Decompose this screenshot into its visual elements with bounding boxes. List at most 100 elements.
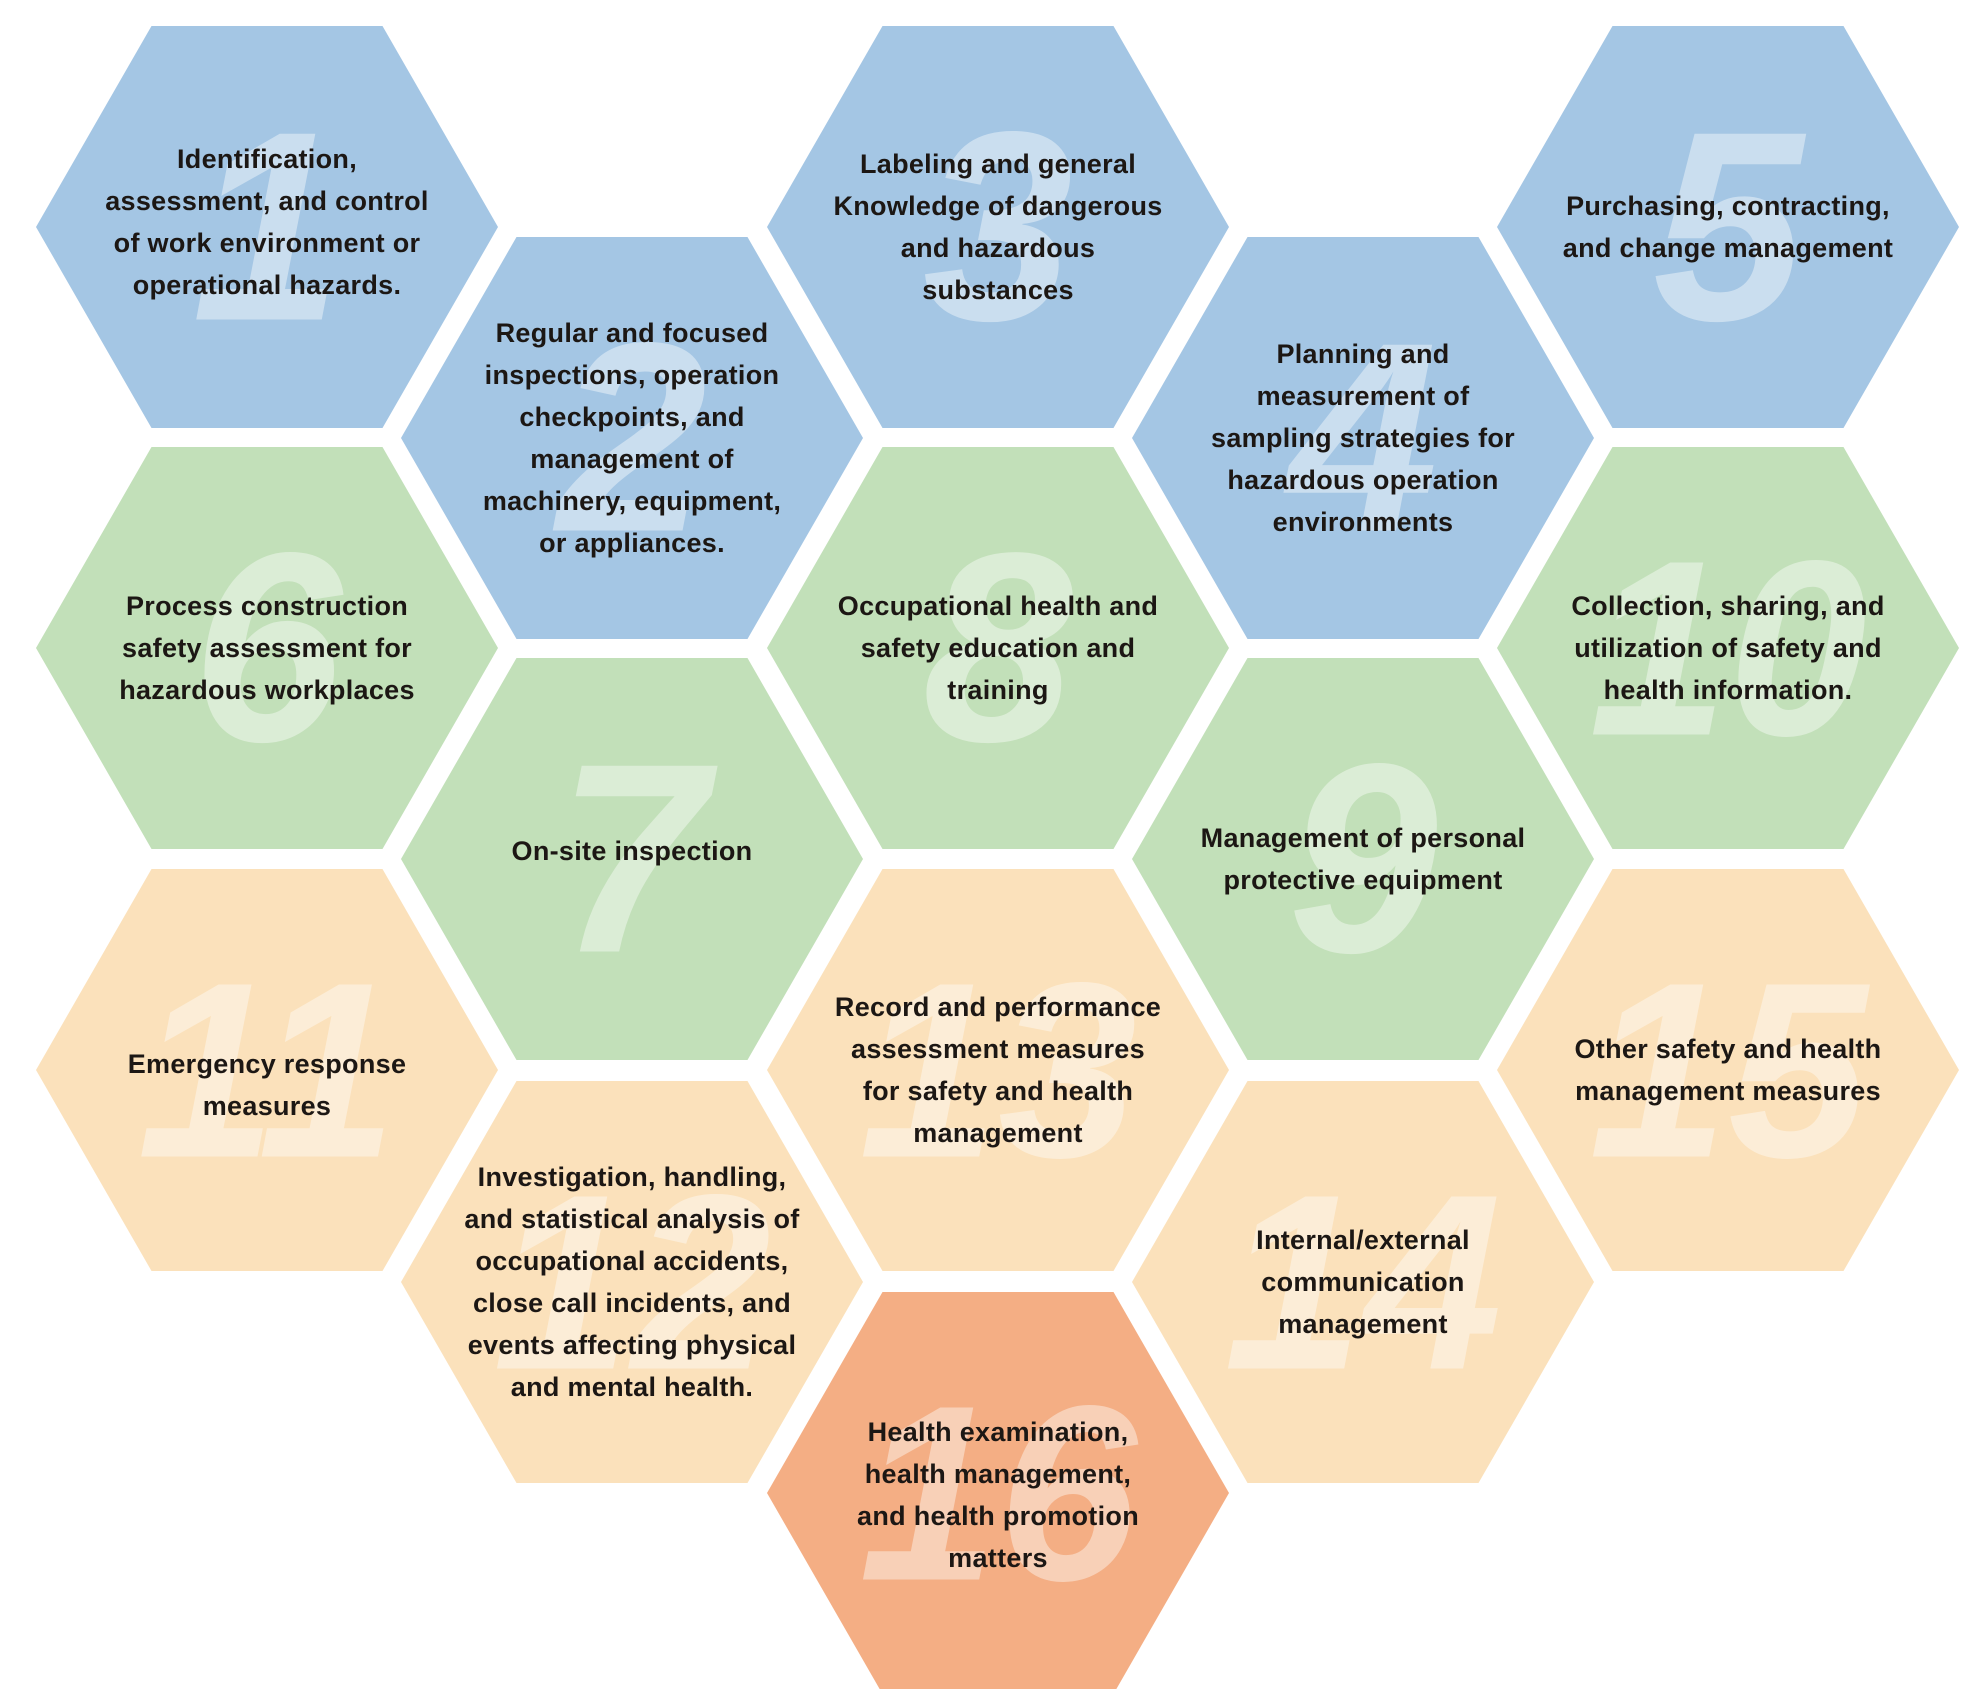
hexagon-label-line: health management, [865, 1459, 1131, 1489]
hexagon-label-line: sampling strategies for [1211, 423, 1515, 453]
hexagon-shape [1497, 447, 1959, 849]
hexagon-label-line: Collection, sharing, and [1571, 591, 1884, 621]
hexagon-number: 9 [1288, 709, 1440, 1010]
hexagon-label-line: Occupational health and [838, 591, 1158, 621]
hexagon-label-line: On-site inspection [512, 836, 753, 866]
hexagon-label-line: assessment, and control [105, 186, 429, 216]
hexagon-label-line: measures [203, 1091, 332, 1121]
hexagon-label-line: Knowledge of dangerous [833, 191, 1162, 221]
hexagon-label-line: and hazardous [901, 233, 1095, 263]
hexagon-label-line: utilization of safety and [1574, 633, 1882, 663]
hexagon-label-line: Planning and [1276, 339, 1449, 369]
hexagon-shape [1497, 869, 1959, 1271]
hexagon-label-line: Purchasing, contracting, [1566, 191, 1890, 221]
hexagon-shape [36, 447, 498, 849]
hexagon-number: 12 [493, 1143, 771, 1422]
hexagon-number: 14 [1224, 1143, 1502, 1422]
hexagon-number: 11 [137, 931, 397, 1210]
hexagon-label-line: and statistical analysis of [464, 1204, 800, 1234]
hexagon-label-line: Emergency response [128, 1049, 407, 1079]
hexagon-shape [767, 26, 1229, 428]
hexagon-label-line: matters [948, 1543, 1048, 1573]
hexagon-label-line: safety assessment for [122, 633, 412, 663]
hexagon-shape [767, 447, 1229, 849]
hexagon-label-line: Labeling and general [860, 149, 1136, 179]
hexagon-label-line: health information. [1604, 675, 1853, 705]
hexagon-label-line: management [913, 1118, 1083, 1148]
hexagon-label-line: Record and performance [835, 992, 1161, 1022]
hexagon-label-line: Internal/external [1256, 1225, 1470, 1255]
hexagon-label-line: inspections, operation [485, 360, 780, 390]
hexagon-label-line: Regular and focused [496, 318, 769, 348]
hexagon-shape [401, 1081, 863, 1483]
hexagon-label-line: operational hazards. [133, 270, 402, 300]
hexagon-shape [401, 658, 863, 1060]
hexagon-label-line: Investigation, handling, [478, 1162, 787, 1192]
hexagon-label-line: environments [1273, 507, 1454, 537]
hexagon-label-line: Identification, [177, 144, 357, 174]
hexagon-label-line: and health promotion [857, 1501, 1139, 1531]
hexagon-label-line: substances [922, 275, 1074, 305]
hexagon-label-line: Process construction [126, 591, 408, 621]
hexagon-label-line: checkpoints, and [519, 402, 744, 432]
hexagon-number: 1 [192, 77, 342, 378]
hexagon-label-line: assessment measures [851, 1034, 1145, 1064]
hexagon-label-line: hazardous operation [1227, 465, 1498, 495]
hexagon-label-line: occupational accidents, [476, 1246, 789, 1276]
hexagon-label-line: hazardous workplaces [119, 675, 415, 705]
hexagon-label-line: safety education and [861, 633, 1136, 663]
hexagon-label-line: protective equipment [1223, 865, 1502, 895]
hexagon-shape [1132, 237, 1594, 639]
hexagon-number: 16 [859, 1354, 1139, 1633]
hexagon-label-line: Health examination, [868, 1417, 1129, 1447]
hexagon-label-line: and mental health. [511, 1372, 753, 1402]
hexagon-label-line: Other safety and health [1575, 1034, 1882, 1064]
hexagon-label-line: communication [1261, 1267, 1464, 1297]
hexagon-number: 5 [1653, 77, 1809, 378]
hexagon-label-line: management measures [1575, 1076, 1881, 1106]
hexagon-number: 3 [923, 77, 1073, 378]
hexagon-shape [1132, 1081, 1594, 1483]
hexagon-label-line: management [1278, 1309, 1448, 1339]
hexagon-7: 7On-site inspection [401, 658, 863, 1060]
hexagon-shape [1497, 26, 1959, 428]
hexagon-label-line: management of [530, 444, 734, 474]
hexagon-number: 15 [1589, 931, 1870, 1210]
hexagon-label-line: events affecting physical [468, 1330, 797, 1360]
hexagon-number: 6 [192, 498, 344, 799]
hexagon-label-line: or appliances. [539, 528, 725, 558]
hexagon-number: 4 [1279, 288, 1438, 589]
hexagon-shape [767, 1292, 1229, 1689]
hexagon-label-line: measurement of [1257, 381, 1470, 411]
hexagon-number: 7 [557, 709, 722, 1010]
hexagon-label-line: machinery, equipment, [483, 486, 781, 516]
hexagon-label-line: training [947, 675, 1048, 705]
hexagon-label-line: for safety and health [863, 1076, 1133, 1106]
hexagon-label-line: close call incidents, and [473, 1288, 791, 1318]
hexagon-label-line: of work environment or [114, 228, 421, 258]
hexagon-number: 13 [859, 931, 1137, 1210]
hexagon-shape [401, 237, 863, 639]
hexagon-number: 10 [1589, 509, 1867, 788]
hexagon-number: 2 [553, 288, 707, 589]
hexagon-shape [767, 869, 1229, 1271]
hexagon-shape [1132, 658, 1594, 1060]
hexagon-label-line: Management of personal [1201, 823, 1526, 853]
hexagon-shape [36, 26, 498, 428]
